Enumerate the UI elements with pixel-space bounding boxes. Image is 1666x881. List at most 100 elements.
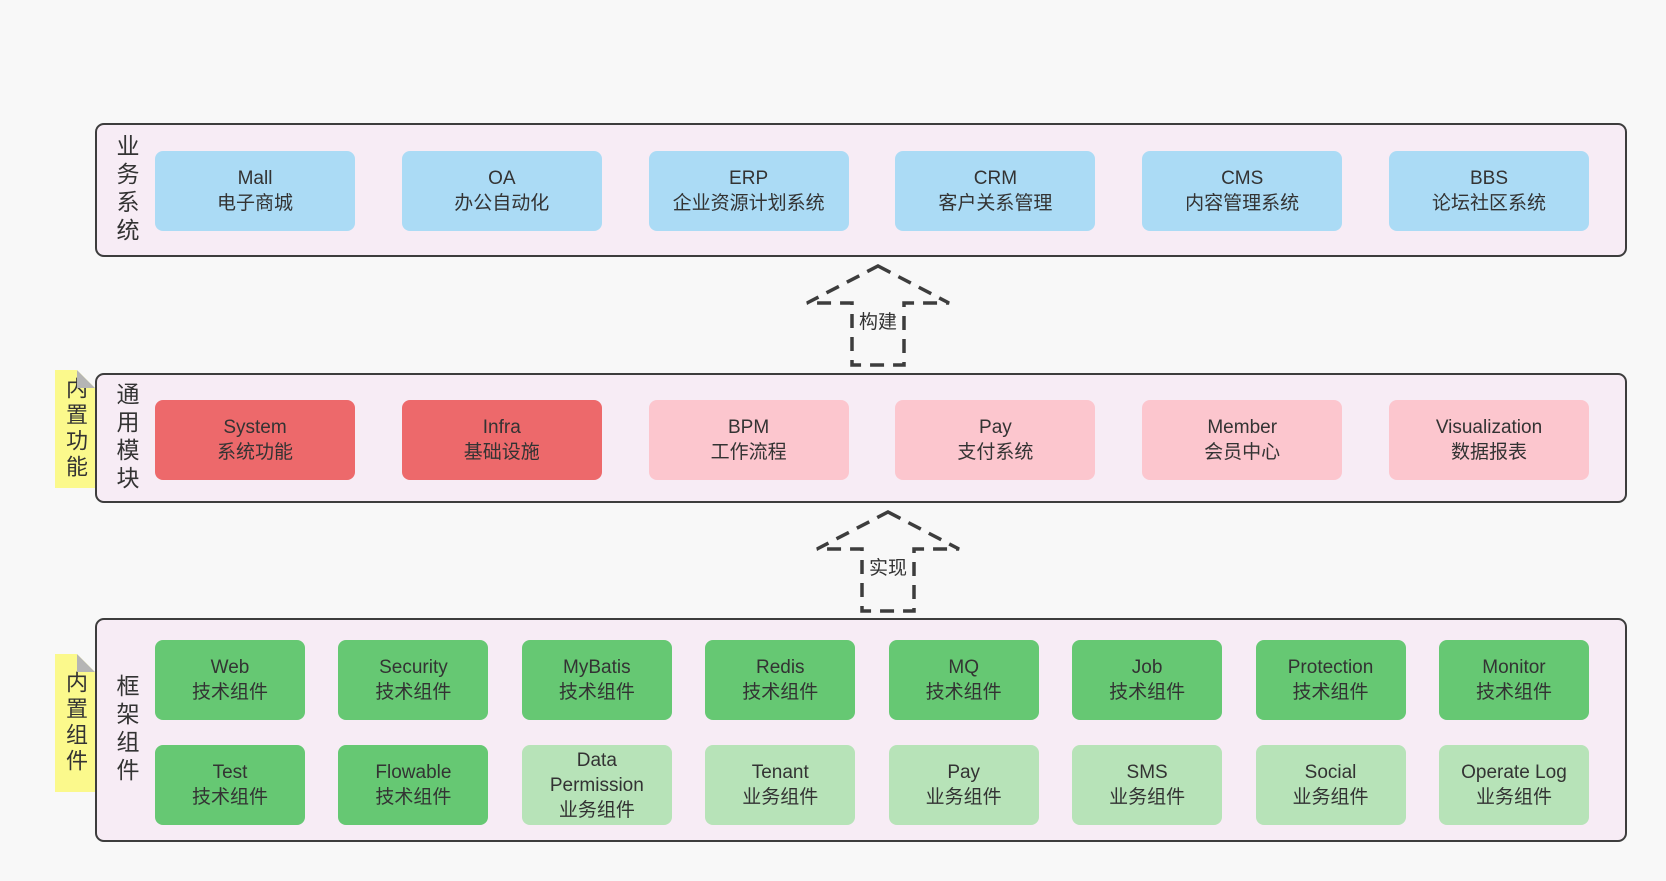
box-pay-module: Pay 支付系统 (895, 400, 1096, 480)
box-job: Job 技术组件 (1072, 640, 1223, 720)
box-monitor-en: Monitor (1482, 657, 1546, 678)
box-bpm-en: BPM (728, 417, 770, 438)
box-visualization-zh: 数据报表 (1450, 442, 1527, 463)
box-security-zh: 技术组件 (375, 682, 452, 703)
box-web-en: Web (210, 657, 250, 678)
box-social: Social 业务组件 (1255, 745, 1406, 825)
box-cms-zh: 内容管理系统 (1185, 193, 1300, 214)
box-system-en: System (223, 417, 287, 438)
box-web-zh: 技术组件 (191, 682, 268, 703)
box-mybatis-zh: 技术组件 (558, 682, 635, 703)
box-redis-en: Redis (755, 657, 805, 678)
box-job-en: Job (1131, 657, 1163, 678)
box-erp-en: ERP (729, 168, 769, 189)
box-pay-module-zh: 支付系统 (957, 442, 1034, 463)
box-pay-component-zh: 业务组件 (925, 787, 1002, 808)
box-flowable-en: Flowable (375, 762, 452, 783)
box-monitor-zh: 技术组件 (1475, 682, 1552, 703)
box-job-zh: 技术组件 (1109, 682, 1186, 703)
box-sms-en: SMS (1126, 762, 1168, 783)
note-fold-corner-icon (77, 370, 95, 388)
box-system: System 系统功能 (155, 400, 355, 480)
box-monitor: Monitor 技术组件 (1438, 640, 1589, 720)
framework-components-layer-label: 框架组件 (113, 674, 139, 786)
box-cms-en: CMS (1221, 168, 1264, 189)
note-fold-corner-icon (77, 654, 95, 672)
box-crm: CRM 客户关系管理 (895, 151, 1096, 231)
biz-components-row: Test 技术组件 Flowable 技术组件 Data Permission … (155, 745, 1589, 825)
box-crm-en: CRM (973, 168, 1018, 189)
box-data-permission-en: Data Permission (549, 749, 644, 796)
business-systems-layer: 业务系统 Mall 电子商城 OA 办公自动化 ERP 企业资源计划系统 CRM… (95, 123, 1627, 257)
box-bbs-en: BBS (1469, 168, 1508, 189)
box-social-en: Social (1304, 762, 1357, 783)
box-flowable: Flowable 技术组件 (338, 745, 489, 825)
box-operate-log-en: Operate Log (1461, 762, 1567, 783)
box-sms-zh: 业务组件 (1109, 787, 1186, 808)
box-security-en: Security (379, 657, 448, 678)
builtin-components-note: 内置组件 (55, 654, 95, 792)
box-sms: SMS 业务组件 (1072, 745, 1223, 825)
box-web: Web 技术组件 (155, 640, 305, 720)
box-bbs: BBS 论坛社区系统 (1388, 151, 1589, 231)
implement-arrow: 实现 (813, 508, 963, 614)
box-mall: Mall 电子商城 (155, 151, 355, 231)
box-social-zh: 业务组件 (1292, 787, 1369, 808)
dashed-up-arrow-icon (816, 510, 960, 613)
box-mybatis: MyBatis 技术组件 (521, 640, 672, 720)
common-modules-layer: 通用模块 System 系统功能 Infra 基础设施 BPM 工作流程 Pay… (95, 373, 1627, 503)
box-infra: Infra 基础设施 (401, 400, 602, 480)
box-mq-zh: 技术组件 (925, 682, 1002, 703)
box-tenant-zh: 业务组件 (742, 787, 819, 808)
box-pay-component-en: Pay (947, 762, 981, 783)
box-tenant-en: Tenant (751, 762, 809, 783)
box-erp: ERP 企业资源计划系统 (648, 151, 849, 231)
box-security: Security 技术组件 (338, 640, 489, 720)
framework-components-layer: 框架组件 Web 技术组件 Security 技术组件 MyBatis 技术组件… (95, 618, 1627, 842)
box-bbs-zh: 论坛社区系统 (1431, 193, 1546, 214)
box-visualization: Visualization 数据报表 (1388, 400, 1589, 480)
box-cms: CMS 内容管理系统 (1142, 151, 1343, 231)
box-redis-zh: 技术组件 (742, 682, 819, 703)
box-data-permission: Data Permission 业务组件 (521, 745, 672, 825)
box-bpm-zh: 工作流程 (710, 442, 787, 463)
business-systems-row: Mall 电子商城 OA 办公自动化 ERP 企业资源计划系统 CRM 客户关系… (155, 151, 1589, 231)
build-arrow: 构建 (803, 262, 953, 368)
box-member-en: Member (1207, 417, 1278, 438)
box-mq: MQ 技术组件 (888, 640, 1039, 720)
box-mybatis-en: MyBatis (563, 657, 631, 678)
tech-components-row: Web 技术组件 Security 技术组件 MyBatis 技术组件 Redi… (155, 640, 1589, 720)
box-bpm: BPM 工作流程 (648, 400, 849, 480)
box-infra-en: Infra (482, 417, 521, 438)
box-data-permission-zh: 业务组件 (558, 799, 635, 821)
box-oa-en: OA (488, 168, 516, 189)
common-modules-layer-label: 通用模块 (113, 382, 139, 494)
box-flowable-zh: 技术组件 (375, 787, 452, 808)
implement-arrow-label: 实现 (864, 553, 912, 580)
box-visualization-en: Visualization (1435, 417, 1543, 438)
box-oa: OA 办公自动化 (401, 151, 602, 231)
box-protection-zh: 技术组件 (1292, 682, 1369, 703)
box-member: Member 会员中心 (1142, 400, 1343, 480)
builtin-components-note-label: 内置组件 (63, 671, 88, 775)
box-erp-zh: 企业资源计划系统 (672, 193, 825, 214)
box-mq-en: MQ (948, 657, 979, 678)
box-operate-log: Operate Log 业务组件 (1438, 745, 1589, 825)
dashed-up-arrow-icon (806, 264, 950, 367)
box-tenant: Tenant 业务组件 (705, 745, 856, 825)
builtin-features-note: 内置功能 (55, 370, 95, 488)
box-test: Test 技术组件 (155, 745, 305, 825)
box-crm-zh: 客户关系管理 (938, 193, 1053, 214)
box-mall-zh: 电子商城 (216, 193, 293, 214)
box-system-zh: 系统功能 (216, 442, 293, 463)
box-operate-log-zh: 业务组件 (1475, 787, 1552, 808)
box-protection: Protection 技术组件 (1255, 640, 1406, 720)
box-pay-component: Pay 业务组件 (888, 745, 1039, 825)
build-arrow-label: 构建 (854, 307, 902, 334)
box-oa-zh: 办公自动化 (454, 193, 550, 214)
builtin-features-note-label: 内置功能 (63, 377, 88, 481)
box-protection-en: Protection (1287, 657, 1374, 678)
box-test-zh: 技术组件 (191, 787, 268, 808)
box-test-en: Test (212, 762, 248, 783)
box-member-zh: 会员中心 (1204, 442, 1281, 463)
